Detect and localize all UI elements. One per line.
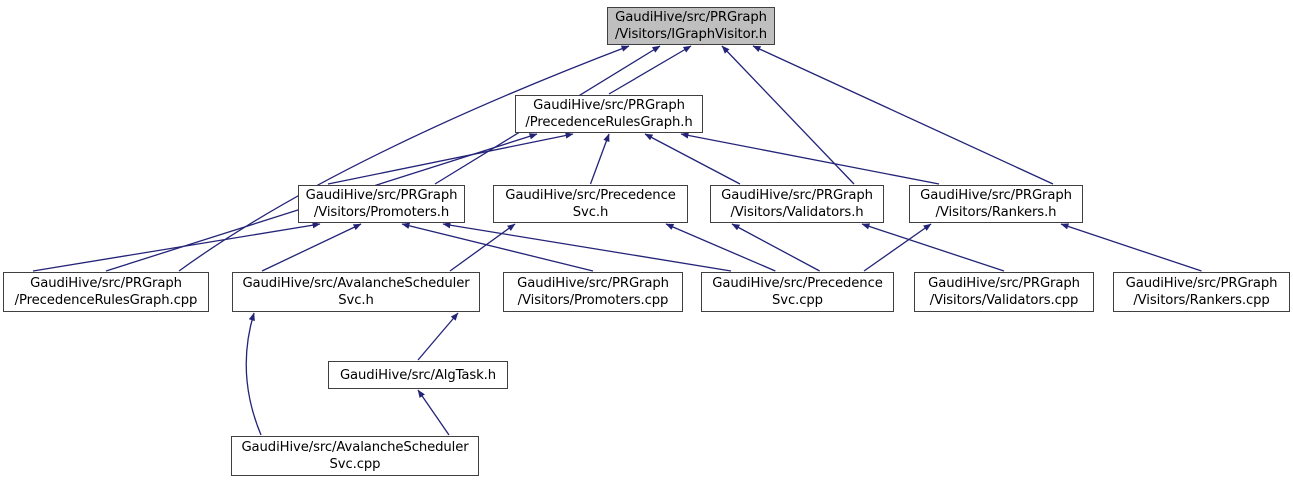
graph-edge-avalancheschedulersvc_cpp-to-avalancheschedulersvc_h [245,312,262,436]
graph-edge-precedencesvc_h-to-precedencerulesgraph_h [589,133,610,185]
graph-node-label-line1: GaudiHive/src/PRGraph [533,98,685,113]
graph-node-label-line1: GaudiHive/src/PRGraph [1125,276,1278,291]
graph-edge-precedencerulesgraph_cpp-to-promoters_h [32,222,321,272]
graph-edge-precedencesvc_cpp-to-precedencesvc_h [665,223,776,272]
graph-edge-rankers_cpp-to-rankers_h [1060,223,1202,272]
graph-node-label-line2: /Visitors/IGraphVisitor.h [614,27,768,42]
graph-node-label-line2: /Visitors/Validators.cpp [929,293,1079,308]
graph-node-label-line1: GaudiHive/src/AvalancheScheduler [241,440,469,455]
graph-node-label-line2: Svc.cpp [772,293,823,308]
graph-edge-precedencerulesgraph_cpp-to-igraphvisitor_h [178,45,630,272]
graph-edge-rankers_h-to-precedencerulesgraph_h [680,132,940,185]
graph-node-label-line2: Svc.cpp [329,457,381,472]
graph-node-label-line2: /Visitors/Validators.h [730,205,864,220]
graph-node-label-line1: GaudiHive/src/AvalancheScheduler [242,276,470,291]
graph-edge-algtask_h-to-avalancheschedulersvc_h [417,312,459,361]
graph-edge-avalancheschedulersvc_h-to-precedencesvc_h [449,223,516,272]
graph-node-label-line2: /Visitors/Rankers.cpp [1133,293,1270,308]
graph-node-validators_cpp[interactable]: GaudiHive/src/PRGraph/Visitors/Validator… [914,272,1094,312]
graph-node-igraphvisitor_h[interactable]: GaudiHive/src/PRGraph/Visitors/IGraphVis… [607,7,775,45]
graph-node-label-line1: GaudiHive/src/PRGraph [517,276,669,291]
graph-edge-precedencesvc_cpp-to-promoters_h [442,222,732,272]
graph-node-label-line1: GaudiHive/src/PRGraph [305,188,458,203]
graph-node-label-line2: /Visitors/Promoters.cpp [517,293,669,308]
graph-node-label-line1: GaudiHive/src/PRGraph [615,10,767,25]
graph-edge-precedencesvc_cpp-to-validators_h [731,223,820,272]
graph-node-label-line1: GaudiHive/src/Precedence [505,188,676,203]
graph-edge-validators_cpp-to-validators_h [861,223,1005,272]
graph-node-label-line1: GaudiHive/src/AlgTask.h [339,367,497,383]
graph-node-label-line1: GaudiHive/src/PRGraph [928,276,1080,291]
graph-node-label-line2: /PrecedenceRulesGraph.cpp [14,293,198,308]
graph-node-precedencerulesgraph_h[interactable]: GaudiHive/src/PRGraph/PrecedenceRulesGra… [515,95,703,133]
graph-node-promoters_cpp[interactable]: GaudiHive/src/PRGraph/Visitors/Promoters… [503,272,683,312]
graph-node-label-line2: /Visitors/Rankers.h [935,205,1057,220]
graph-node-validators_h[interactable]: GaudiHive/src/PRGraph/Visitors/Validator… [710,185,884,223]
graph-edge-avalancheschedulersvc_cpp-to-algtask_h [417,389,450,436]
graph-node-label-line1: GaudiHive/src/PRGraph [920,188,1072,203]
graph-node-promoters_h[interactable]: GaudiHive/src/PRGraph/Visitors/Promoters… [298,185,465,223]
graph-node-label-line2: /PrecedenceRulesGraph.h [525,115,693,130]
graph-edge-validators_h-to-igraphvisitor_h [721,45,855,185]
graph-node-algtask_h[interactable]: GaudiHive/src/AlgTask.h [328,361,508,389]
graph-node-label-line2: /Visitors/Promoters.h [313,205,450,220]
graph-edge-avalancheschedulersvc_h-to-promoters_h [261,223,362,272]
graph-edge-rankers_h-to-igraphvisitor_h [752,45,1054,185]
graph-edge-promoters_cpp-to-promoters_h [401,222,594,272]
graph-node-label-line1: GaudiHive/src/PRGraph [30,276,182,291]
graph-node-precedencerulesgraph_cpp[interactable]: GaudiHive/src/PRGraph/PrecedenceRulesGra… [3,272,209,312]
graph-node-label-line2: Svc.h [338,293,374,308]
graph-node-rankers_h[interactable]: GaudiHive/src/PRGraph/Visitors/Rankers.h [909,185,1083,223]
graph-node-label-line1: GaudiHive/src/Precedence [712,276,883,291]
graph-edge-validators_h-to-precedencerulesgraph_h [644,133,741,185]
graph-node-label-line1: GaudiHive/src/PRGraph [721,188,873,203]
graph-edge-precedencesvc_cpp-to-rankers_h [863,223,932,272]
graph-edge-precedencerulesgraph_h-to-igraphvisitor_h [608,45,692,95]
graph-edge-promoters_h-to-precedencerulesgraph_h [327,132,574,185]
graph-node-label-line2: Svc.h [572,205,609,220]
graph-node-rankers_cpp[interactable]: GaudiHive/src/PRGraph/Visitors/Rankers.c… [1113,272,1290,312]
